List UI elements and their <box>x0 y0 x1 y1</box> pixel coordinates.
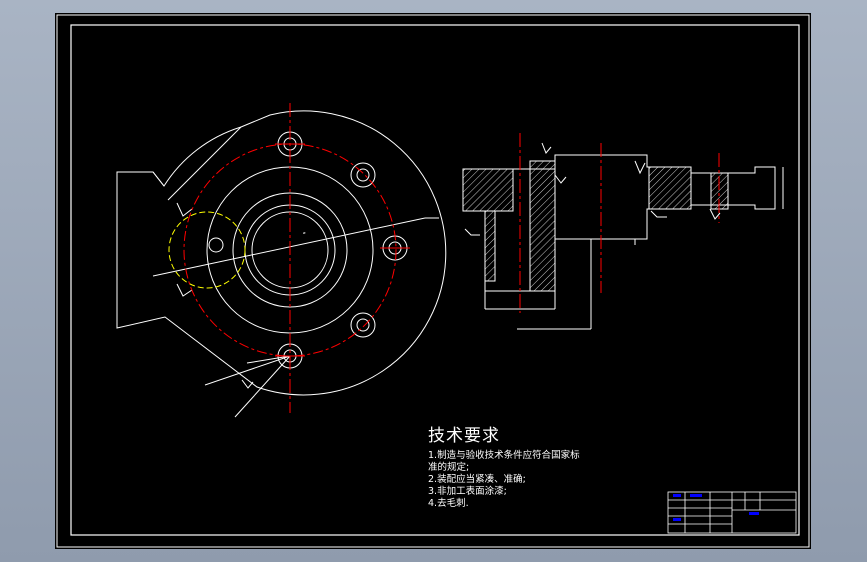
cut-edge-top <box>152 171 165 187</box>
section-view <box>462 133 784 330</box>
technical-notes-title: 技术要求 <box>428 426 500 446</box>
notch-circle <box>208 237 224 253</box>
roughness-symbol-1 <box>176 202 193 217</box>
section-hatch-left <box>462 168 514 212</box>
technical-note-line: 准的规定; <box>428 462 470 473</box>
leader-line-1 <box>204 355 291 386</box>
hidden-circle <box>168 211 246 289</box>
technical-notes: 技术要求 1.制造与验收技术条件应符合国家标 准的规定; 2.装配应当紧凑、准确… <box>428 421 580 510</box>
cad-drawing-viewport[interactable]: ⌀ <box>55 13 811 549</box>
technical-note-line: 3.非加工表面涂漆; <box>428 486 507 497</box>
svg-text:⌀: ⌀ <box>303 230 306 235</box>
sheet-inner-border <box>70 24 800 536</box>
section-hatch-right <box>648 166 692 210</box>
section-hatch-center <box>529 160 556 292</box>
front-view: ⌀ <box>116 110 447 418</box>
section-roughness-1 <box>634 160 646 175</box>
technical-note-line: 1.制造与验收技术条件应符合国家标 <box>428 450 580 461</box>
roughness-symbol-2 <box>176 283 193 297</box>
technical-note-line: 2.装配应当紧凑、准确; <box>428 474 526 485</box>
technical-note-line: 4.去毛刺. <box>428 498 469 509</box>
drawing-sheet: ⌀ <box>56 14 810 548</box>
chamfer-line-top <box>167 126 242 201</box>
title-block <box>667 491 797 534</box>
diameter-dimension-line <box>152 217 426 277</box>
section-outline <box>462 154 776 292</box>
front-centerlines <box>183 103 410 413</box>
leader-line-2 <box>234 355 291 418</box>
sheet-outer-border <box>56 14 810 548</box>
